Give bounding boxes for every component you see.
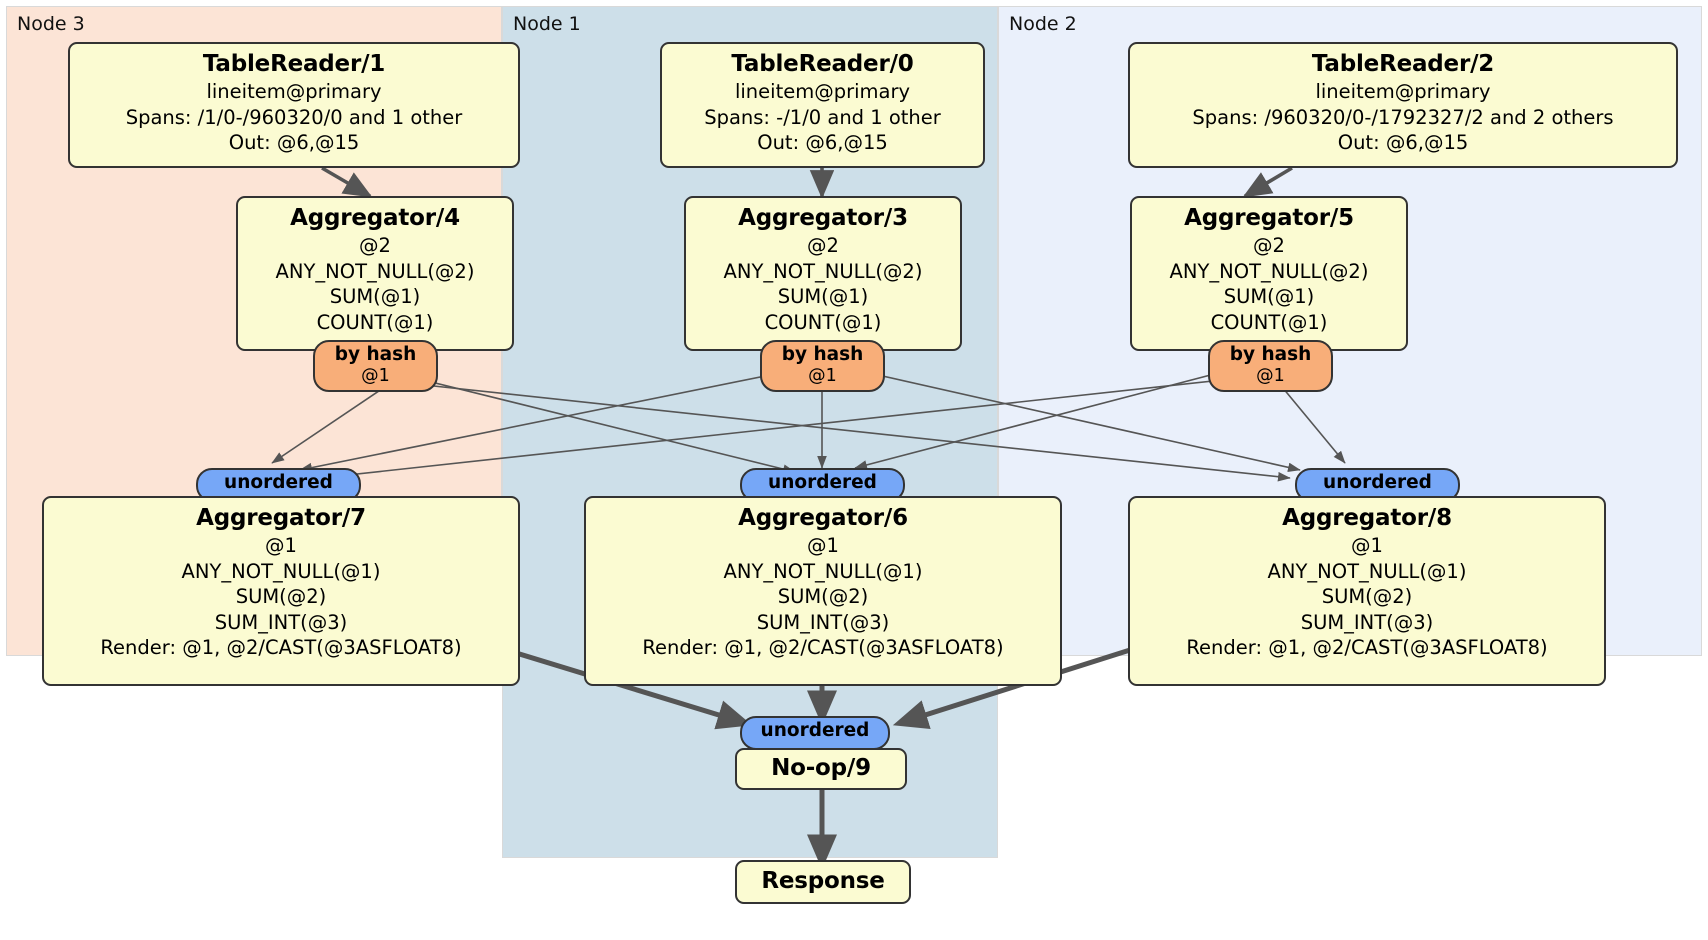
router-column: @1 <box>361 366 390 386</box>
processor-title: Aggregator/4 <box>290 205 460 231</box>
processor-detail-line: SUM(@2) <box>235 585 327 608</box>
processor-detail-line: @1 <box>1351 534 1383 557</box>
processor-detail-line: ANY_NOT_NULL(@2) <box>275 259 475 283</box>
processor-detail-line: @1 <box>265 534 297 557</box>
processor-response[interactable]: Response <box>735 860 911 904</box>
processor-detail-line: ANY_NOT_NULL(@1) <box>1267 559 1467 583</box>
processor-detail-line: COUNT(@1) <box>764 310 882 334</box>
router-column: @1 <box>1256 366 1285 386</box>
processor-table-reader-2[interactable]: TableReader/2 lineitem@primary Spans: /9… <box>1128 42 1678 168</box>
region-label-node-2: Node 2 <box>1009 13 1077 35</box>
processor-title: Aggregator/8 <box>1282 505 1452 531</box>
processor-detail-line: SUM(@2) <box>1321 585 1413 608</box>
processor-aggregator-3[interactable]: Aggregator/3 @2 ANY_NOT_NULL(@2) SUM(@1)… <box>684 196 962 351</box>
router-title: by hash <box>334 344 417 365</box>
processor-detail-line: SUM_INT(@3) <box>1300 610 1434 634</box>
processor-title: No-op/9 <box>771 755 871 781</box>
processor-detail-line: SUM(@1) <box>329 285 421 308</box>
synchronizer-unordered-noop-9[interactable]: unordered <box>740 716 890 750</box>
processor-aggregator-7[interactable]: Aggregator/7 @1 ANY_NOT_NULL(@1) SUM(@2)… <box>42 496 520 686</box>
router-title: by hash <box>1229 344 1312 365</box>
processor-aggregator-4[interactable]: Aggregator/4 @2 ANY_NOT_NULL(@2) SUM(@1)… <box>236 196 514 351</box>
processor-detail-line: lineitem@primary <box>734 80 911 103</box>
region-label-node-1: Node 1 <box>513 13 581 35</box>
processor-title: Aggregator/3 <box>738 205 908 231</box>
processor-detail-line: SUM(@1) <box>777 285 869 308</box>
router-by-hash-aggregator-3[interactable]: by hash @1 <box>760 340 885 392</box>
processor-detail-line: @2 <box>359 234 391 257</box>
synchronizer-title: unordered <box>1323 472 1432 493</box>
router-title: by hash <box>781 344 864 365</box>
processor-detail-line: COUNT(@1) <box>316 310 434 334</box>
processor-detail-line: Out: @6,@15 <box>228 131 360 154</box>
processor-detail-line: Render: @1, @2/CAST(@3ASFLOAT8) <box>1186 636 1548 659</box>
processor-title: Response <box>761 868 885 894</box>
processor-detail-line: @2 <box>807 234 839 257</box>
synchronizer-title: unordered <box>224 472 333 493</box>
processor-detail-line: lineitem@primary <box>1315 80 1491 103</box>
processor-title: Aggregator/7 <box>196 505 366 531</box>
processor-title: TableReader/2 <box>1311 51 1495 77</box>
processor-detail-line: ANY_NOT_NULL(@2) <box>1169 259 1369 283</box>
processor-title: TableReader/1 <box>202 51 386 77</box>
processor-detail-line: @2 <box>1253 234 1285 257</box>
processor-detail-line: ANY_NOT_NULL(@1) <box>723 559 923 583</box>
router-column: @1 <box>808 366 837 386</box>
processor-table-reader-1[interactable]: TableReader/1 lineitem@primary Spans: /1… <box>68 42 520 168</box>
processor-detail-line: @1 <box>807 534 839 557</box>
processor-detail-line: SUM(@1) <box>1223 285 1315 308</box>
processor-detail-line: ANY_NOT_NULL(@1) <box>181 559 381 583</box>
processor-detail-line: Render: @1, @2/CAST(@3ASFLOAT8) <box>642 636 1004 659</box>
processor-detail-line: SUM_INT(@3) <box>756 610 890 634</box>
processor-detail-line: Spans: /1/0-/960320/0 and 1 other <box>125 105 463 129</box>
processor-title: TableReader/0 <box>731 51 914 77</box>
processor-detail-line: lineitem@primary <box>206 80 382 103</box>
processor-detail-line: Out: @6,@15 <box>1337 131 1469 154</box>
processor-aggregator-6[interactable]: Aggregator/6 @1 ANY_NOT_NULL(@1) SUM(@2)… <box>584 496 1062 686</box>
region-label-node-3: Node 3 <box>17 13 85 35</box>
processor-detail-line: SUM_INT(@3) <box>214 610 348 634</box>
processor-title: Aggregator/5 <box>1184 205 1354 231</box>
synchronizer-title: unordered <box>760 720 870 741</box>
processor-detail-line: Out: @6,@15 <box>757 131 888 154</box>
processor-aggregator-8[interactable]: Aggregator/8 @1 ANY_NOT_NULL(@1) SUM(@2)… <box>1128 496 1606 686</box>
processor-detail-line: ANY_NOT_NULL(@2) <box>723 259 923 283</box>
processor-table-reader-0[interactable]: TableReader/0 lineitem@primary Spans: -/… <box>660 42 985 168</box>
router-by-hash-aggregator-5[interactable]: by hash @1 <box>1208 340 1333 392</box>
processor-detail-line: SUM(@2) <box>777 585 869 608</box>
processor-detail-line: COUNT(@1) <box>1210 310 1328 334</box>
router-by-hash-aggregator-4[interactable]: by hash @1 <box>313 340 438 392</box>
processor-detail-line: Spans: -/1/0 and 1 other <box>704 105 941 129</box>
processor-aggregator-5[interactable]: Aggregator/5 @2 ANY_NOT_NULL(@2) SUM(@1)… <box>1130 196 1408 351</box>
processor-no-op-9[interactable]: No-op/9 <box>735 748 907 790</box>
processor-detail-line: Spans: /960320/0-/1792327/2 and 2 others <box>1192 105 1614 129</box>
processor-title: Aggregator/6 <box>738 505 908 531</box>
processor-detail-line: Render: @1, @2/CAST(@3ASFLOAT8) <box>100 636 462 659</box>
synchronizer-title: unordered <box>768 472 877 493</box>
